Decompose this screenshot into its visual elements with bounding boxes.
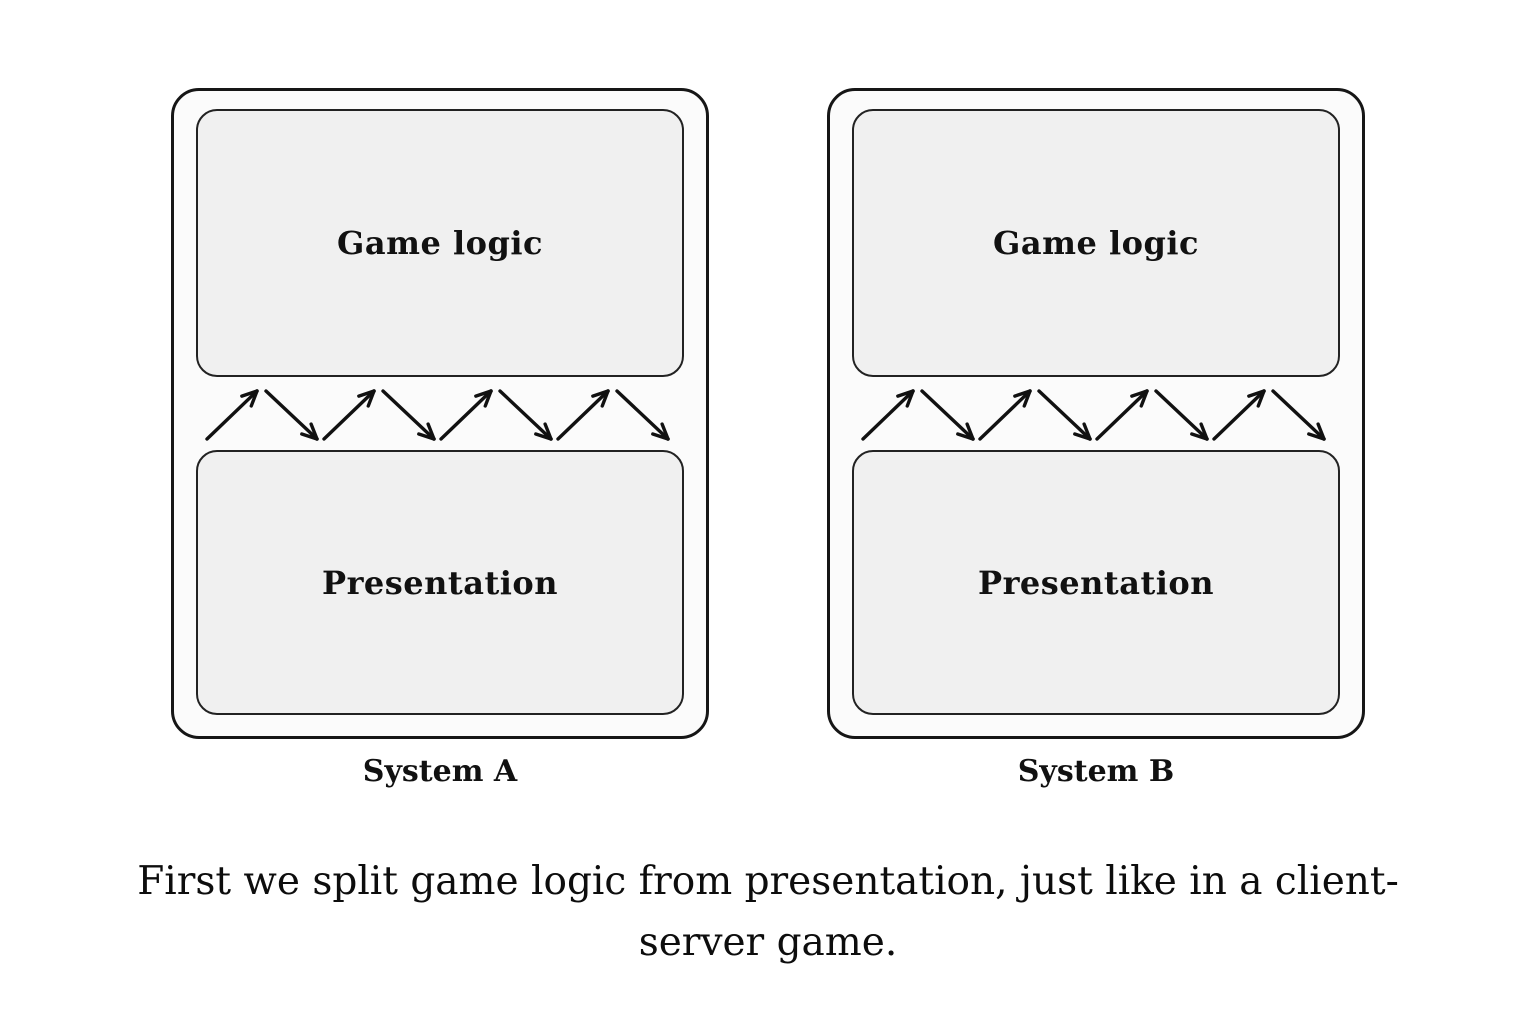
- system-a-card: Game logic Presentation: [171, 88, 709, 739]
- system-a-game-logic-box: Game logic: [196, 109, 684, 377]
- system-a-label: System A: [362, 754, 518, 789]
- bidirectional-zigzag-arrows-icon: [861, 388, 1326, 441]
- system-a: Game logic Presentation System A: [171, 88, 709, 789]
- system-a-arrow-band: [196, 381, 684, 447]
- system-a-presentation-box: Presentation: [196, 450, 684, 715]
- system-b-arrow-band: [852, 381, 1340, 447]
- figure-caption: First we split game logic from presentat…: [0, 851, 1536, 973]
- system-b-label: System B: [1017, 754, 1175, 789]
- system-b-game-logic-box: Game logic: [852, 109, 1340, 377]
- presentation-label: Presentation: [322, 563, 558, 602]
- presentation-label: Presentation: [978, 563, 1214, 602]
- bidirectional-zigzag-arrows-icon: [205, 388, 670, 441]
- system-b: Game logic Presentation System B: [827, 88, 1365, 789]
- game-logic-label: Game logic: [337, 224, 543, 262]
- system-b-presentation-box: Presentation: [852, 450, 1340, 715]
- systems-row: Game logic Presentation System A Game lo…: [171, 88, 1365, 789]
- game-logic-label: Game logic: [993, 224, 1199, 262]
- system-b-card: Game logic Presentation: [827, 88, 1365, 739]
- caption-line-2: server game.: [638, 920, 898, 965]
- caption-line-1: First we split game logic from presentat…: [137, 859, 1399, 904]
